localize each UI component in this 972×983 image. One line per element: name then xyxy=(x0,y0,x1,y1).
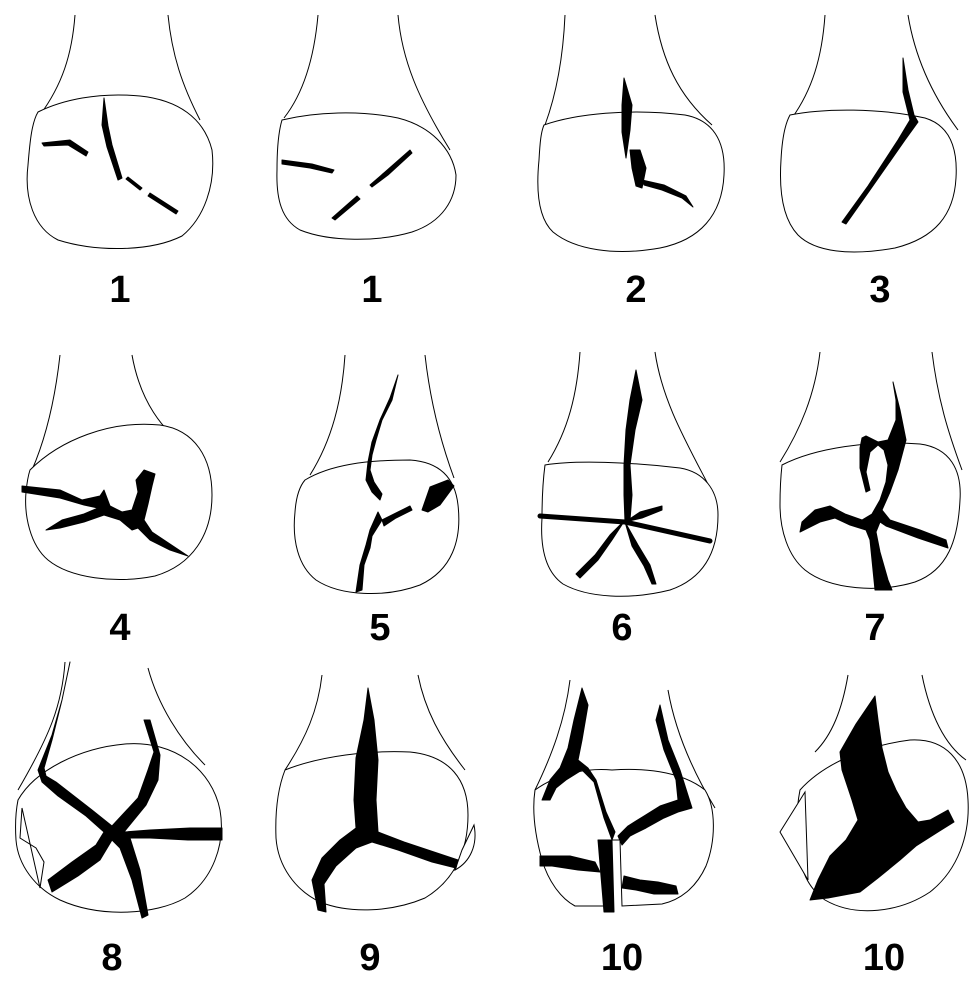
grade-label: 9 xyxy=(359,937,380,979)
panel-7: 6 xyxy=(540,352,718,649)
panel-3: 2 xyxy=(538,15,724,311)
panel-4: 3 xyxy=(780,15,958,311)
panel-8: 7 xyxy=(780,352,962,649)
grade-label: 10 xyxy=(601,937,643,979)
panel-6: 5 xyxy=(294,355,459,649)
grade-label: 1 xyxy=(109,269,130,311)
grade-label: 7 xyxy=(864,607,885,649)
grade-label: 2 xyxy=(625,269,646,311)
panel-2: 1 xyxy=(277,15,456,311)
grade-label: 8 xyxy=(101,937,122,979)
grade-label: 4 xyxy=(109,607,130,649)
panel-10: 9 xyxy=(276,675,475,979)
grade-label: 10 xyxy=(863,937,905,979)
grade-label: 3 xyxy=(869,269,890,311)
grade-label: 6 xyxy=(611,607,632,649)
panel-1: 1 xyxy=(27,15,213,311)
grade-label: 1 xyxy=(361,269,382,311)
grade-label: 5 xyxy=(369,607,390,649)
panel-5: 4 xyxy=(22,355,212,649)
panel-9: 8 xyxy=(16,662,222,979)
panel-12: 10 xyxy=(780,675,968,979)
panel-11: 10 xyxy=(534,680,715,979)
